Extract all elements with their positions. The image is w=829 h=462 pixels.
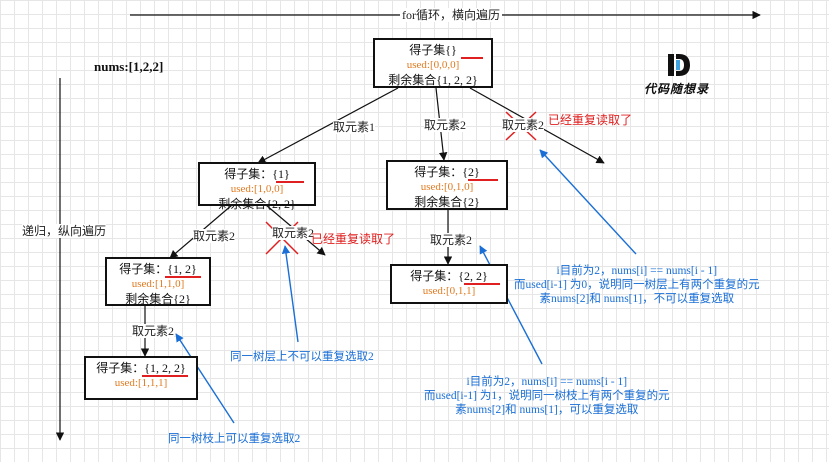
edge-label: 取元素2: [193, 229, 236, 243]
note-line: 素nums[2]和 nums[1]，不可以重复选取: [539, 293, 735, 305]
node-n122: 得子集：{1, 2, 2} used:[1,1,1]: [84, 356, 198, 400]
node-used: used:[1,1,0]: [131, 278, 185, 290]
node-remain: 剩余集合{1, 2, 2}: [388, 73, 478, 87]
node-title-text: 得子集：{1}: [224, 167, 290, 181]
edge-label: 取元素2: [430, 233, 473, 247]
node-title: 得子集：{2, 2}: [410, 269, 501, 285]
node-used: used:[1,0,0]: [230, 183, 284, 195]
node-n1: 得子集：{1} used:[1,0,0] 剩余集合{2, 2}: [198, 162, 316, 211]
edge-label: 取元素2: [424, 118, 467, 132]
node-remain: 剩余集合{2}: [125, 292, 191, 306]
duplicate-note: 已经重复读取了: [311, 232, 396, 246]
node-used: used:[0,0,0]: [406, 59, 460, 71]
node-title: 得子集：{1, 2}: [119, 262, 202, 278]
node-used: used:[0,1,1]: [422, 285, 476, 297]
edge-label: 取元素2: [132, 324, 175, 338]
node-used: used:[0,1,0]: [420, 181, 474, 193]
edge-label: 取元素2: [502, 118, 545, 132]
logo: 代码随想录: [644, 52, 734, 97]
note-line: 而used[i-1] 为0，说明同一树层上有两个重复的元: [514, 279, 760, 291]
node-title: 得子集：{1}: [224, 167, 305, 183]
edge-label: 取元素1: [333, 120, 376, 134]
node-title: 得子集{}: [409, 43, 484, 59]
note-same-layer: 同一树层上不可以重复选取2: [230, 351, 374, 363]
blue-arrow-same-branch: [175, 333, 235, 424]
note-right-top: i目前为2，nums[i] == nums[i - 1] 而used[i-1] …: [514, 264, 760, 306]
node-root: 得子集{} used:[0,0,0] 剩余集合{1, 2, 2}: [373, 38, 493, 88]
duplicate-note: 已经重复读取了: [548, 113, 633, 127]
node-title-text: 得子集：{2}: [414, 165, 480, 179]
logo-d-icon: [668, 54, 690, 76]
node-title-text: 得子集{}: [409, 43, 457, 57]
node-used: used:[1,1,1]: [114, 377, 168, 389]
edge-root-n1: [257, 87, 399, 164]
note-same-branch: 同一树枝上可以重复选取2: [168, 433, 301, 445]
node-title-text: 得子集：{2, 2}: [410, 269, 488, 283]
note-right-bottom: i目前为2，nums[i] == nums[i - 1] 而used[i-1] …: [424, 375, 670, 417]
node-n22: 得子集：{2, 2} used:[0,1,1]: [390, 264, 508, 304]
note-line: i目前为2，nums[i] == nums[i - 1]: [556, 265, 718, 277]
blue-arrow-right-top: [539, 149, 637, 255]
node-n2: 得子集：{2} used:[0,1,0] 剩余集合{2}: [386, 160, 508, 210]
logo-text: 代码随想录: [644, 82, 710, 96]
node-title: 得子集：{1, 2, 2}: [96, 361, 189, 377]
edge-label: 取元素2: [272, 226, 315, 240]
node-remain: 剩余集合{2}: [414, 195, 480, 209]
for-loop-label: for循环，横向遍历: [400, 8, 502, 22]
node-remain: 剩余集合{2, 2}: [218, 197, 296, 211]
nums-label: nums:[1,2,2]: [94, 59, 164, 74]
note-line: 而used[i-1] 为1，说明同一树枝上有两个重复的元: [424, 390, 670, 402]
blue-arrow-same-layer: [281, 245, 299, 343]
node-title: 得子集：{2}: [414, 165, 499, 181]
node-title-text: 得子集：{1, 2, 2}: [96, 361, 186, 375]
note-line: 素nums[2]和 nums[1]，可以重复选取: [455, 404, 639, 416]
recursion-label: 递归，纵向遍历: [22, 224, 107, 238]
node-title-text: 得子集：{1, 2}: [119, 262, 197, 276]
node-n12: 得子集：{1, 2} used:[1,1,0] 剩余集合{2}: [105, 257, 211, 306]
note-line: i目前为2，nums[i] == nums[i - 1]: [466, 376, 628, 388]
